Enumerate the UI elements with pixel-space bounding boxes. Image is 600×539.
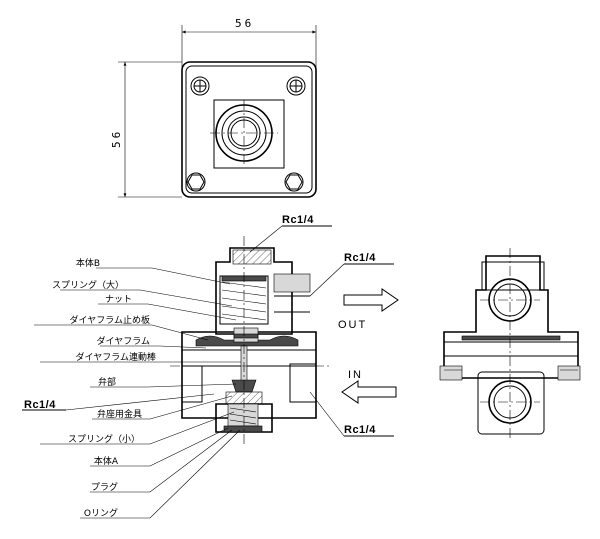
nut-bottom-left <box>186 172 206 192</box>
port-label-top: Rc1/4 <box>282 214 314 226</box>
part-leaders <box>22 267 241 519</box>
port-label-left: Rc1/4 <box>24 399 56 411</box>
part-label: 本体B <box>76 257 100 269</box>
dimension-width-label: 56 <box>235 17 254 30</box>
top-port <box>210 100 278 166</box>
screw-top-left <box>190 76 210 96</box>
part-label: 弁部 <box>98 376 116 388</box>
part-label: スプリング（小） <box>68 433 140 445</box>
part-label: スプリング（大） <box>52 279 124 291</box>
nut-bottom-right <box>284 172 304 192</box>
part-label: ナット <box>105 294 132 305</box>
flow-in-label: IN <box>348 369 363 381</box>
flow-out-label: OUT <box>338 319 367 331</box>
body-outline <box>181 61 317 198</box>
part-label: ダイヤフラム <box>97 335 150 347</box>
top-view: 56 56 <box>110 17 317 198</box>
flow-indicators: OUT IN <box>338 288 399 404</box>
section-view <box>170 236 330 444</box>
port-callouts: Rc1/4 Rc1/4 Rc1/4 Rc1/4 <box>24 214 394 437</box>
part-labels: 本体B スプリング（大） ナット ダイヤフラム止め板 ダイヤフラム ダイヤフラム… <box>52 257 156 519</box>
part-label: プラグ <box>91 481 118 493</box>
port-label-in: Rc1/4 <box>344 424 376 436</box>
dimension-height-label: 56 <box>110 129 123 148</box>
side-view <box>439 248 581 440</box>
part-label: Oリング <box>84 507 118 519</box>
part-label: ダイヤフラム止め板 <box>70 314 150 326</box>
part-label: ダイヤフラム連動棒 <box>76 351 156 363</box>
port-label-out: Rc1/4 <box>344 252 376 264</box>
part-label: 弁座用金具 <box>97 408 142 420</box>
part-label: 本体A <box>94 455 119 467</box>
screw-top-right <box>286 76 306 96</box>
in-arrow-icon <box>341 380 397 404</box>
out-arrow-icon <box>343 288 399 312</box>
